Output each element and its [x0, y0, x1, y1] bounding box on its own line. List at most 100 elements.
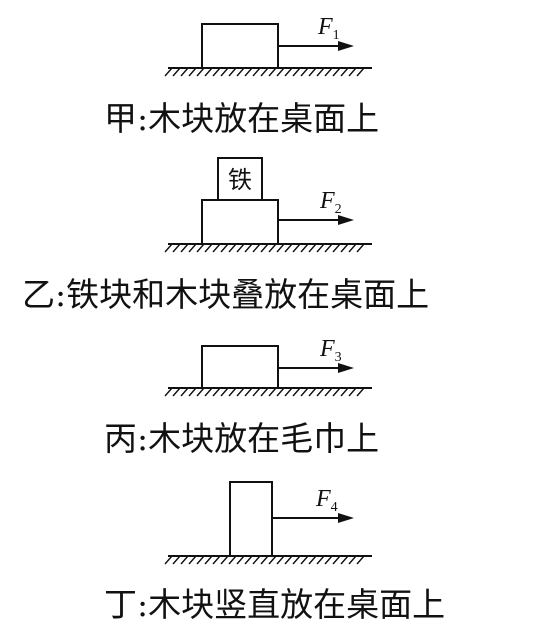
hatch-mark [324, 243, 333, 253]
hatch-mark [260, 387, 269, 397]
hatch-mark [332, 387, 341, 397]
hatch-mark [212, 387, 221, 397]
hatch-mark [268, 555, 277, 565]
hatch-mark [180, 555, 189, 565]
hatch-mark [356, 387, 365, 397]
hatch-mark [308, 555, 317, 565]
hatch-mark [276, 67, 285, 77]
hatch-mark [212, 555, 221, 565]
panel-ding: F4 丁:木块竖直放在桌面上 [104, 481, 445, 619]
hatch-mark [268, 243, 277, 253]
force-label-bing: F3 [319, 336, 342, 365]
hatch-mark [260, 555, 269, 565]
hatch-mark [212, 243, 221, 253]
ground-hatch-ding [164, 555, 365, 565]
hatch-mark [260, 243, 269, 253]
hatch-mark [332, 243, 341, 253]
hatch-mark [172, 243, 181, 253]
force-arrow-head-jia [338, 41, 354, 51]
hatch-mark [340, 243, 349, 253]
caption-yi: 乙:铁块和木块叠放在桌面上 [22, 275, 429, 314]
force-arrow-head-bing [338, 363, 354, 373]
hatch-mark [284, 67, 293, 77]
hatch-mark [300, 243, 309, 253]
hatch-mark [236, 555, 245, 565]
hatch-mark [284, 387, 293, 397]
hatch-mark [332, 555, 341, 565]
hatch-mark [348, 387, 357, 397]
hatch-mark [276, 243, 285, 253]
hatch-mark [284, 555, 293, 565]
hatch-mark [300, 67, 309, 77]
hatch-mark [164, 67, 173, 77]
hatch-mark [244, 67, 253, 77]
hatch-mark [292, 67, 301, 77]
hatch-mark [316, 243, 325, 253]
hatch-mark [276, 387, 285, 397]
hatch-mark [196, 67, 205, 77]
hatch-mark [292, 387, 301, 397]
hatch-mark [180, 387, 189, 397]
hatch-mark [340, 67, 349, 77]
hatch-mark [172, 555, 181, 565]
hatch-mark [244, 555, 253, 565]
hatch-mark [228, 67, 237, 77]
ground-hatch-yi [164, 243, 365, 253]
hatch-mark [188, 243, 197, 253]
wood-block-bing [201, 345, 279, 389]
hatch-mark [340, 387, 349, 397]
hatch-mark [228, 387, 237, 397]
hatch-mark [292, 243, 301, 253]
hatch-mark [220, 555, 229, 565]
hatch-mark [356, 67, 365, 77]
iron-block-yi [217, 157, 263, 201]
iron-label-yi: 铁 [228, 166, 252, 194]
hatch-mark [204, 67, 213, 77]
force-arrow-head-yi [338, 215, 354, 225]
hatch-mark [308, 387, 317, 397]
wood-block-ding [229, 481, 273, 557]
hatch-mark [300, 387, 309, 397]
hatch-mark [276, 555, 285, 565]
hatch-mark [348, 67, 357, 77]
force-arrow-head-ding [338, 513, 354, 523]
hatch-mark [284, 243, 293, 253]
hatch-mark [164, 243, 173, 253]
hatch-mark [220, 387, 229, 397]
hatch-mark [188, 387, 197, 397]
hatch-mark [228, 555, 237, 565]
hatch-mark [244, 243, 253, 253]
hatch-mark [220, 67, 229, 77]
caption-jia: 甲:木块放在桌面上 [104, 99, 379, 138]
wood-block-yi [201, 199, 279, 245]
caption-bing: 丙:木块放在毛巾上 [104, 419, 379, 458]
hatch-mark [172, 387, 181, 397]
ground-hatch-bing [164, 387, 365, 397]
hatch-mark [300, 555, 309, 565]
hatch-mark [340, 555, 349, 565]
hatch-mark [164, 555, 173, 565]
hatch-mark [356, 555, 365, 565]
hatch-mark [268, 387, 277, 397]
hatch-mark [236, 243, 245, 253]
hatch-mark [212, 67, 221, 77]
caption-ding: 丁:木块竖直放在桌面上 [104, 585, 445, 619]
hatch-mark [292, 555, 301, 565]
force-label-yi: F2 [319, 188, 342, 217]
hatch-mark [196, 243, 205, 253]
hatch-mark [332, 67, 341, 77]
ground-hatch-jia [164, 67, 365, 77]
hatch-mark [260, 67, 269, 77]
hatch-mark [324, 555, 333, 565]
hatch-mark [196, 555, 205, 565]
hatch-mark [196, 387, 205, 397]
hatch-mark [164, 387, 173, 397]
hatch-mark [324, 67, 333, 77]
force-label-jia: F1 [317, 14, 340, 43]
panel-yi: 铁 F2 乙:铁块和木块叠放在桌面上 [22, 157, 429, 314]
hatch-mark [236, 387, 245, 397]
hatch-mark [252, 67, 261, 77]
hatch-mark [172, 67, 181, 77]
hatch-mark [252, 243, 261, 253]
hatch-mark [356, 243, 365, 253]
